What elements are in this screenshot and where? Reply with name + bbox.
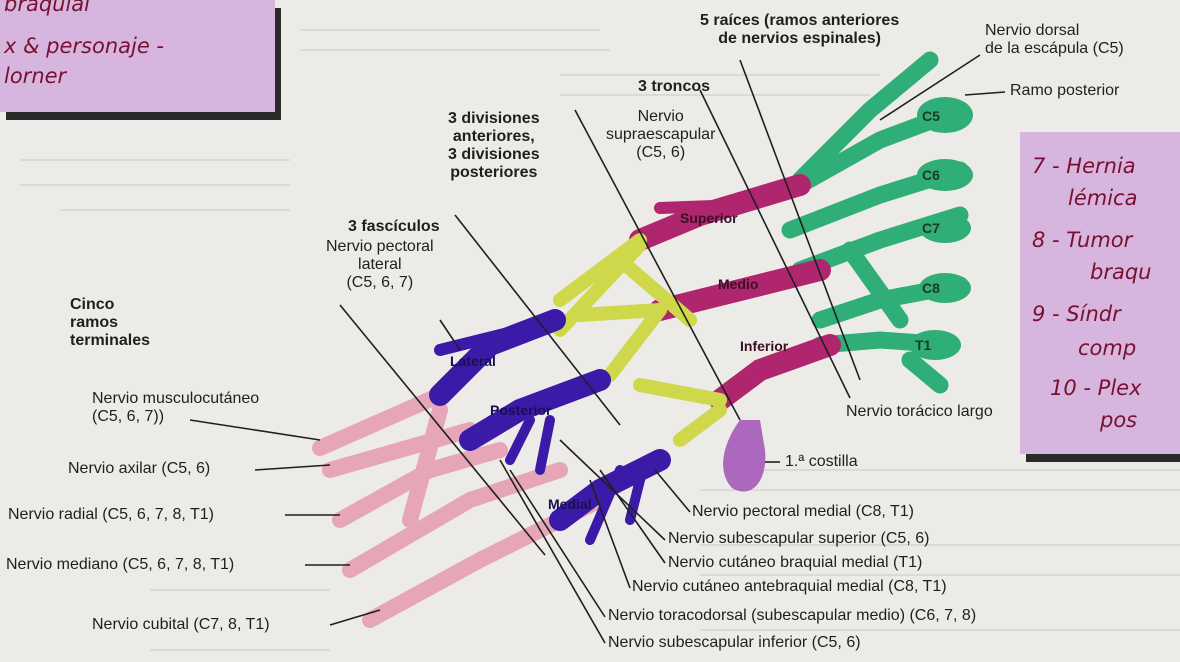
trunk-label-medio: Medio: [718, 276, 758, 292]
label-first-rib: 1.ª costilla: [785, 453, 858, 471]
label-lower-subscapular: Nervio subescapular inferior (C5, 6): [608, 634, 861, 652]
cord-label-posterior: Posterior: [490, 402, 551, 418]
label-medial-pectoral: Nervio pectoral medial (C8, T1): [692, 503, 914, 521]
leader-medial-pectoral: [655, 470, 690, 512]
sticky-note-left: braquial x & personaje - lorner: [0, 0, 275, 112]
trunk-label-inferior: Inferior: [740, 338, 788, 354]
label-upper-subscapular: Nervio subescapular superior (C5, 6): [668, 530, 929, 548]
sticky-right-line-5: 9 - Síndr: [1032, 302, 1121, 326]
label-long-thoracic: Nervio torácico largo: [846, 403, 993, 421]
label-lateral-pectoral: Nervio pectoral lateral (C5, 6, 7): [326, 238, 434, 292]
label-divisions: 3 divisiones anteriores, 3 divisiones po…: [448, 110, 540, 182]
root-label-c6: C6: [922, 167, 940, 183]
sticky-right-line-6: comp: [1078, 336, 1136, 360]
label-suprascapular: Nervio supraescapular (C5, 6): [606, 108, 715, 162]
label-radial: Nervio radial (C5, 6, 7, 8, T1): [8, 506, 214, 524]
sticky-right-line-2: lémica: [1068, 186, 1137, 210]
leader-axillary: [255, 465, 330, 470]
label-medial-antebrachial-cutaneous: Nervio cutáneo antebraquial medial (C8, …: [632, 578, 947, 596]
sticky-right-line-4: braqu: [1090, 260, 1151, 284]
leader-posterior-ramus: [965, 92, 1005, 95]
divisions: [560, 240, 720, 440]
sticky-left-line-1: braquial: [4, 0, 90, 16]
label-ulnar: Nervio cubital (C7, 8, T1): [92, 616, 270, 634]
sticky-right-line-8: pos: [1100, 408, 1137, 432]
median-branch: [350, 470, 560, 570]
leader-roots: [740, 60, 860, 380]
root-label-c5: C5: [922, 108, 940, 124]
label-musculocutaneous: Nervio musculocutáneo (C5, 6, 7)): [92, 390, 259, 426]
sticky-right-line-3: 8 - Tumor: [1032, 228, 1132, 252]
cord-label-lateral: Lateral: [450, 353, 496, 369]
sticky-left-line-2: x & personaje -: [4, 34, 164, 58]
root-label-t1: T1: [915, 337, 931, 353]
sticky-right-line-7: 10 - Plex: [1050, 376, 1142, 400]
label-trunks-header: 3 troncos: [638, 78, 710, 96]
sticky-left-line-3: lorner: [4, 64, 66, 88]
label-terminal-branches: Cinco ramos terminales: [70, 296, 150, 350]
label-cords: 3 fascículos: [348, 218, 440, 236]
trunk-label-superior: Superior: [680, 210, 738, 226]
label-axillary: Nervio axilar (C5, 6): [68, 460, 210, 478]
first-rib: [723, 420, 765, 492]
sticky-right-line-1: 7 - Hernia: [1032, 154, 1136, 178]
label-dorsal-scapular: Nervio dorsal de la escápula (C5): [985, 22, 1124, 58]
label-medial-brachial-cutaneous: Nervio cutáneo braquial medial (T1): [668, 554, 922, 572]
root-label-c8: C8: [922, 280, 940, 296]
label-roots-header: 5 raíces (ramos anteriores de nervios es…: [700, 12, 899, 48]
label-median: Nervio mediano (C5, 6, 7, 8, T1): [6, 556, 234, 574]
root-label-c7: C7: [922, 220, 940, 236]
suprascapular-branch: [660, 205, 740, 208]
label-posterior-ramus: Ramo posterior: [1010, 82, 1119, 100]
cord-label-medial: Medial: [548, 496, 592, 512]
sticky-note-right: 7 - Hernia lémica 8 - Tumor braqu 9 - Sí…: [1020, 132, 1180, 454]
label-thoracodorsal: Nervio toracodorsal (subescapular medio)…: [608, 607, 976, 625]
